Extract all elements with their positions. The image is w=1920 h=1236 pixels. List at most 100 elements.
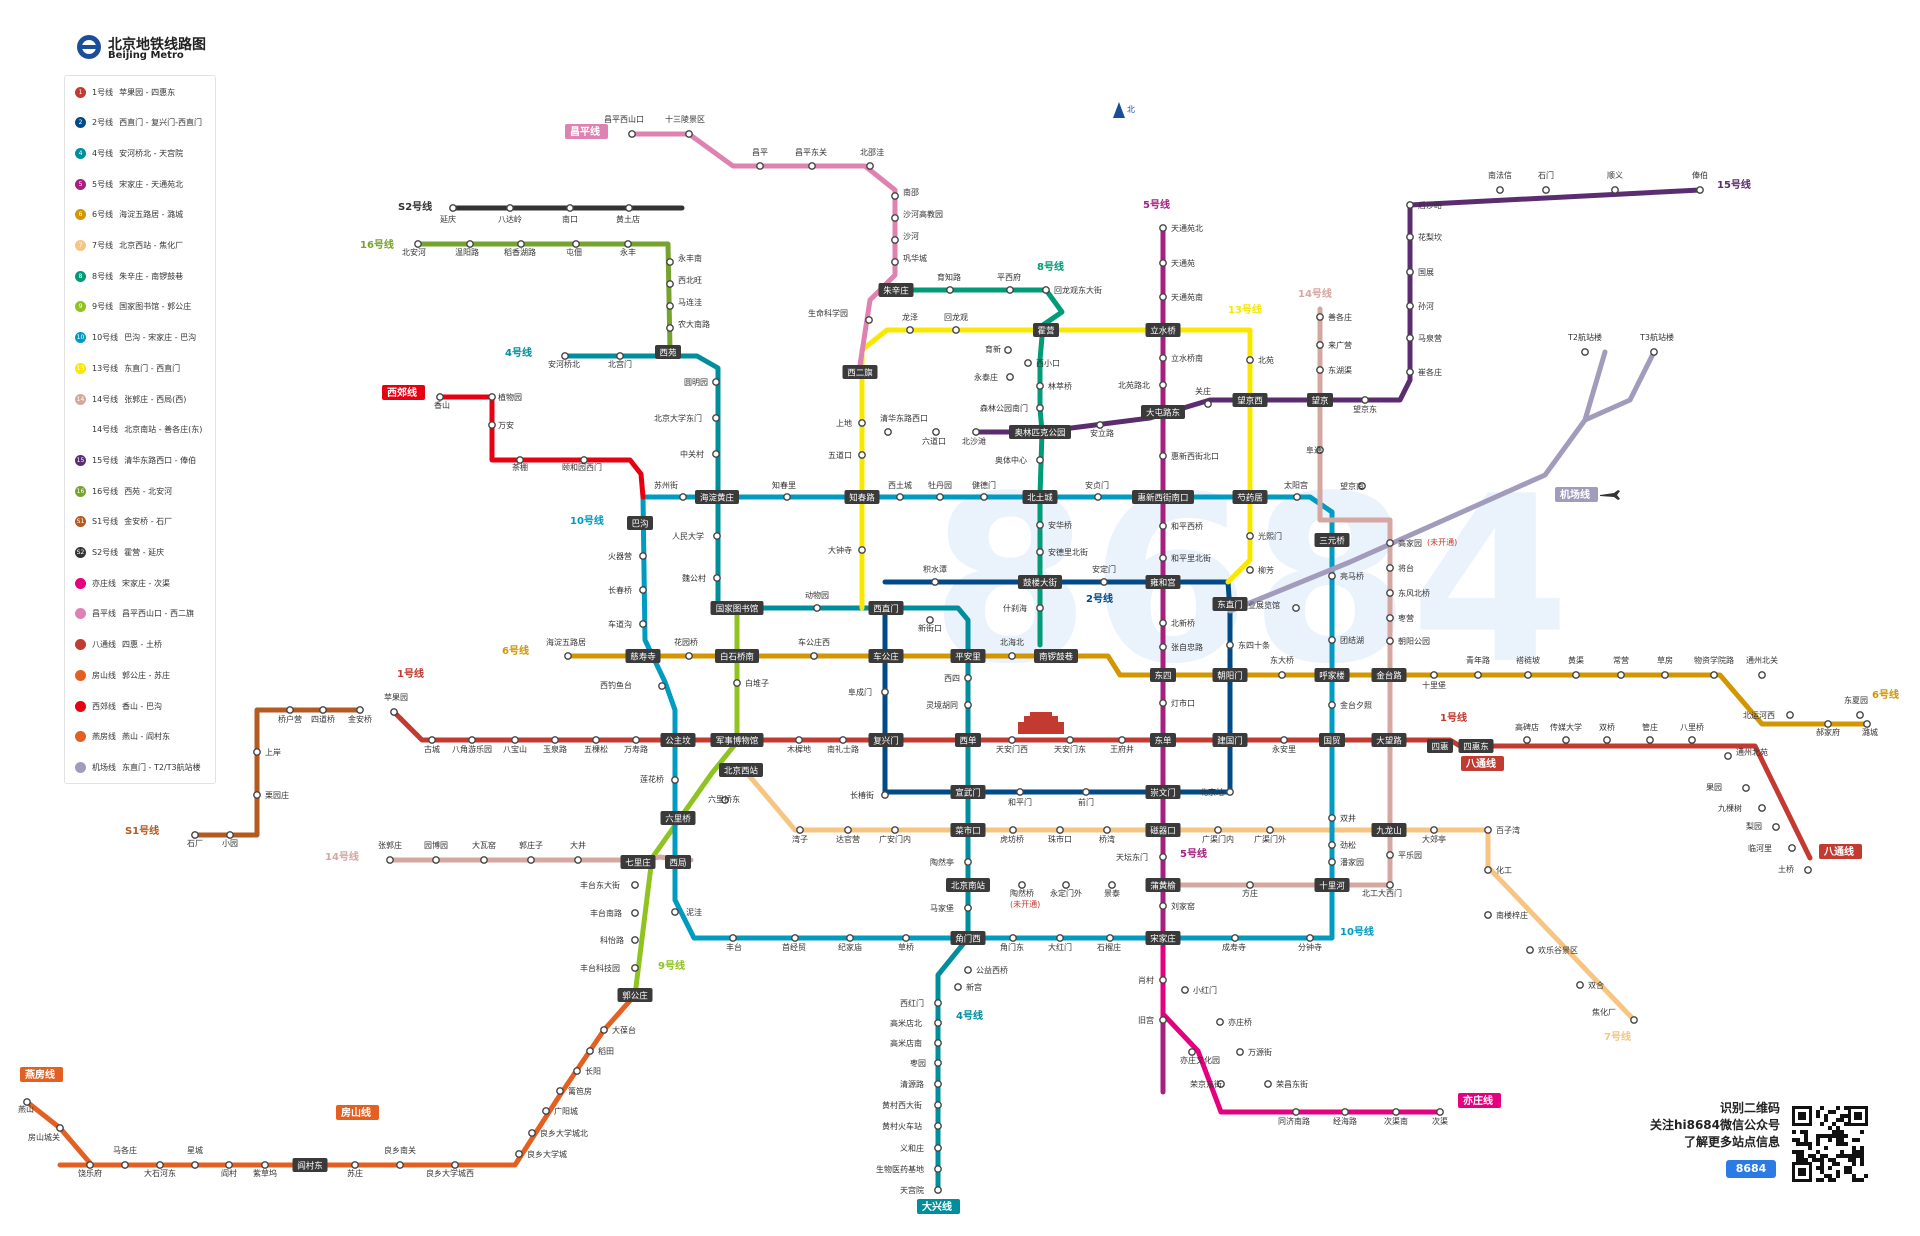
station-dot[interactable] bbox=[1217, 1080, 1225, 1088]
station-dot[interactable] bbox=[1094, 493, 1102, 501]
station-dot[interactable] bbox=[351, 1161, 359, 1169]
station-dot[interactable] bbox=[902, 934, 910, 942]
station-dot[interactable] bbox=[1159, 619, 1167, 627]
station-dot[interactable] bbox=[1036, 456, 1044, 464]
station-dot[interactable] bbox=[932, 428, 940, 436]
station-dot[interactable] bbox=[783, 493, 791, 501]
transfer-station-badge[interactable] bbox=[1314, 668, 1350, 682]
station-dot[interactable] bbox=[586, 1047, 594, 1055]
station-dot[interactable] bbox=[1646, 736, 1654, 744]
station-dot[interactable] bbox=[1576, 981, 1584, 989]
station-dot[interactable] bbox=[1863, 720, 1871, 728]
station-dot[interactable] bbox=[1292, 1108, 1300, 1116]
transfer-station-badge[interactable] bbox=[627, 516, 653, 530]
station-dot[interactable] bbox=[713, 532, 721, 540]
station-dot[interactable] bbox=[1036, 521, 1044, 529]
transfer-station-badge[interactable] bbox=[955, 733, 981, 747]
station-dot[interactable] bbox=[1316, 366, 1324, 374]
transfer-station-badge[interactable] bbox=[1458, 739, 1494, 753]
transfer-station-badge[interactable] bbox=[1427, 739, 1453, 753]
station-dot[interactable] bbox=[1118, 736, 1126, 744]
station-dot[interactable] bbox=[551, 736, 559, 744]
station-dot[interactable] bbox=[561, 352, 569, 360]
station-dot[interactable] bbox=[934, 1019, 942, 1027]
station-dot[interactable] bbox=[1630, 1016, 1638, 1024]
station-dot[interactable] bbox=[1159, 293, 1167, 301]
transfer-station-badge[interactable] bbox=[878, 283, 914, 297]
station-dot[interactable] bbox=[225, 1161, 233, 1169]
transfer-station-badge[interactable] bbox=[655, 345, 681, 359]
station-dot[interactable] bbox=[1100, 578, 1108, 586]
station-dot[interactable] bbox=[1436, 1108, 1444, 1116]
station-dot[interactable] bbox=[884, 428, 892, 436]
transfer-station-badge[interactable] bbox=[1033, 323, 1059, 337]
station-dot[interactable] bbox=[934, 1165, 942, 1173]
station-dot[interactable] bbox=[1106, 934, 1114, 942]
station-dot[interactable] bbox=[891, 236, 899, 244]
legend-item[interactable]: 昌平线昌平西山口 - 西二旗 bbox=[75, 606, 194, 622]
station-dot[interactable] bbox=[1328, 841, 1336, 849]
station-dot[interactable] bbox=[319, 706, 327, 714]
station-dot[interactable] bbox=[639, 552, 647, 560]
station-dot[interactable] bbox=[1484, 866, 1492, 874]
transfer-station-badge[interactable] bbox=[950, 823, 986, 837]
qr-code-icon[interactable] bbox=[1790, 1104, 1870, 1184]
station-dot[interactable] bbox=[468, 736, 476, 744]
station-dot[interactable] bbox=[1056, 934, 1064, 942]
transfer-station-badge[interactable] bbox=[844, 490, 880, 504]
transfer-station-badge[interactable] bbox=[1132, 490, 1194, 504]
station-dot[interactable] bbox=[639, 620, 647, 628]
station-dot[interactable] bbox=[1214, 826, 1222, 834]
station-dot[interactable] bbox=[515, 1150, 523, 1158]
station-dot[interactable] bbox=[396, 1161, 404, 1169]
station-dot[interactable] bbox=[1611, 186, 1619, 194]
station-dot[interactable] bbox=[1006, 373, 1014, 381]
station-dot[interactable] bbox=[1082, 788, 1090, 796]
legend-item[interactable]: 八通线四惠 - 土桥 bbox=[75, 637, 162, 653]
station-dot[interactable] bbox=[1008, 652, 1016, 660]
station-dot[interactable] bbox=[679, 493, 687, 501]
station-dot[interactable] bbox=[527, 856, 535, 864]
station-dot[interactable] bbox=[1758, 671, 1766, 679]
station-dot[interactable] bbox=[1788, 844, 1796, 852]
transfer-station-badge[interactable] bbox=[1145, 323, 1181, 337]
station-dot[interactable] bbox=[858, 419, 866, 427]
station-dot[interactable] bbox=[1062, 881, 1070, 889]
station-dot[interactable] bbox=[934, 999, 942, 1007]
station-dot[interactable] bbox=[1246, 356, 1254, 364]
station-dot[interactable] bbox=[1096, 421, 1104, 429]
transfer-station-badge[interactable] bbox=[1141, 405, 1185, 419]
station-dot[interactable] bbox=[791, 934, 799, 942]
station-dot[interactable] bbox=[1562, 736, 1570, 744]
station-dot[interactable] bbox=[756, 162, 764, 170]
station-dot[interactable] bbox=[1430, 671, 1438, 679]
station-dot[interactable] bbox=[1406, 368, 1414, 376]
station-dot[interactable] bbox=[1226, 641, 1234, 649]
station-dot[interactable] bbox=[386, 856, 394, 864]
station-dot[interactable] bbox=[600, 1026, 608, 1034]
station-dot[interactable] bbox=[813, 604, 821, 612]
station-dot[interactable] bbox=[511, 736, 519, 744]
station-dot[interactable] bbox=[121, 1161, 129, 1169]
station-dot[interactable] bbox=[1688, 736, 1696, 744]
station-dot[interactable] bbox=[844, 826, 852, 834]
station-dot[interactable] bbox=[1361, 396, 1369, 404]
station-dot[interactable] bbox=[86, 1161, 94, 1169]
station-dot[interactable] bbox=[666, 280, 674, 288]
station-dot[interactable] bbox=[1484, 911, 1492, 919]
station-dot[interactable] bbox=[639, 586, 647, 594]
station-dot[interactable] bbox=[1004, 346, 1012, 354]
transfer-station-badge[interactable] bbox=[665, 855, 691, 869]
station-dot[interactable] bbox=[253, 791, 261, 799]
station-dot[interactable] bbox=[1386, 881, 1394, 889]
station-dot[interactable] bbox=[1018, 881, 1026, 889]
station-dot[interactable] bbox=[666, 258, 674, 266]
station-dot[interactable] bbox=[808, 162, 816, 170]
transfer-station-badge[interactable] bbox=[1319, 733, 1345, 747]
